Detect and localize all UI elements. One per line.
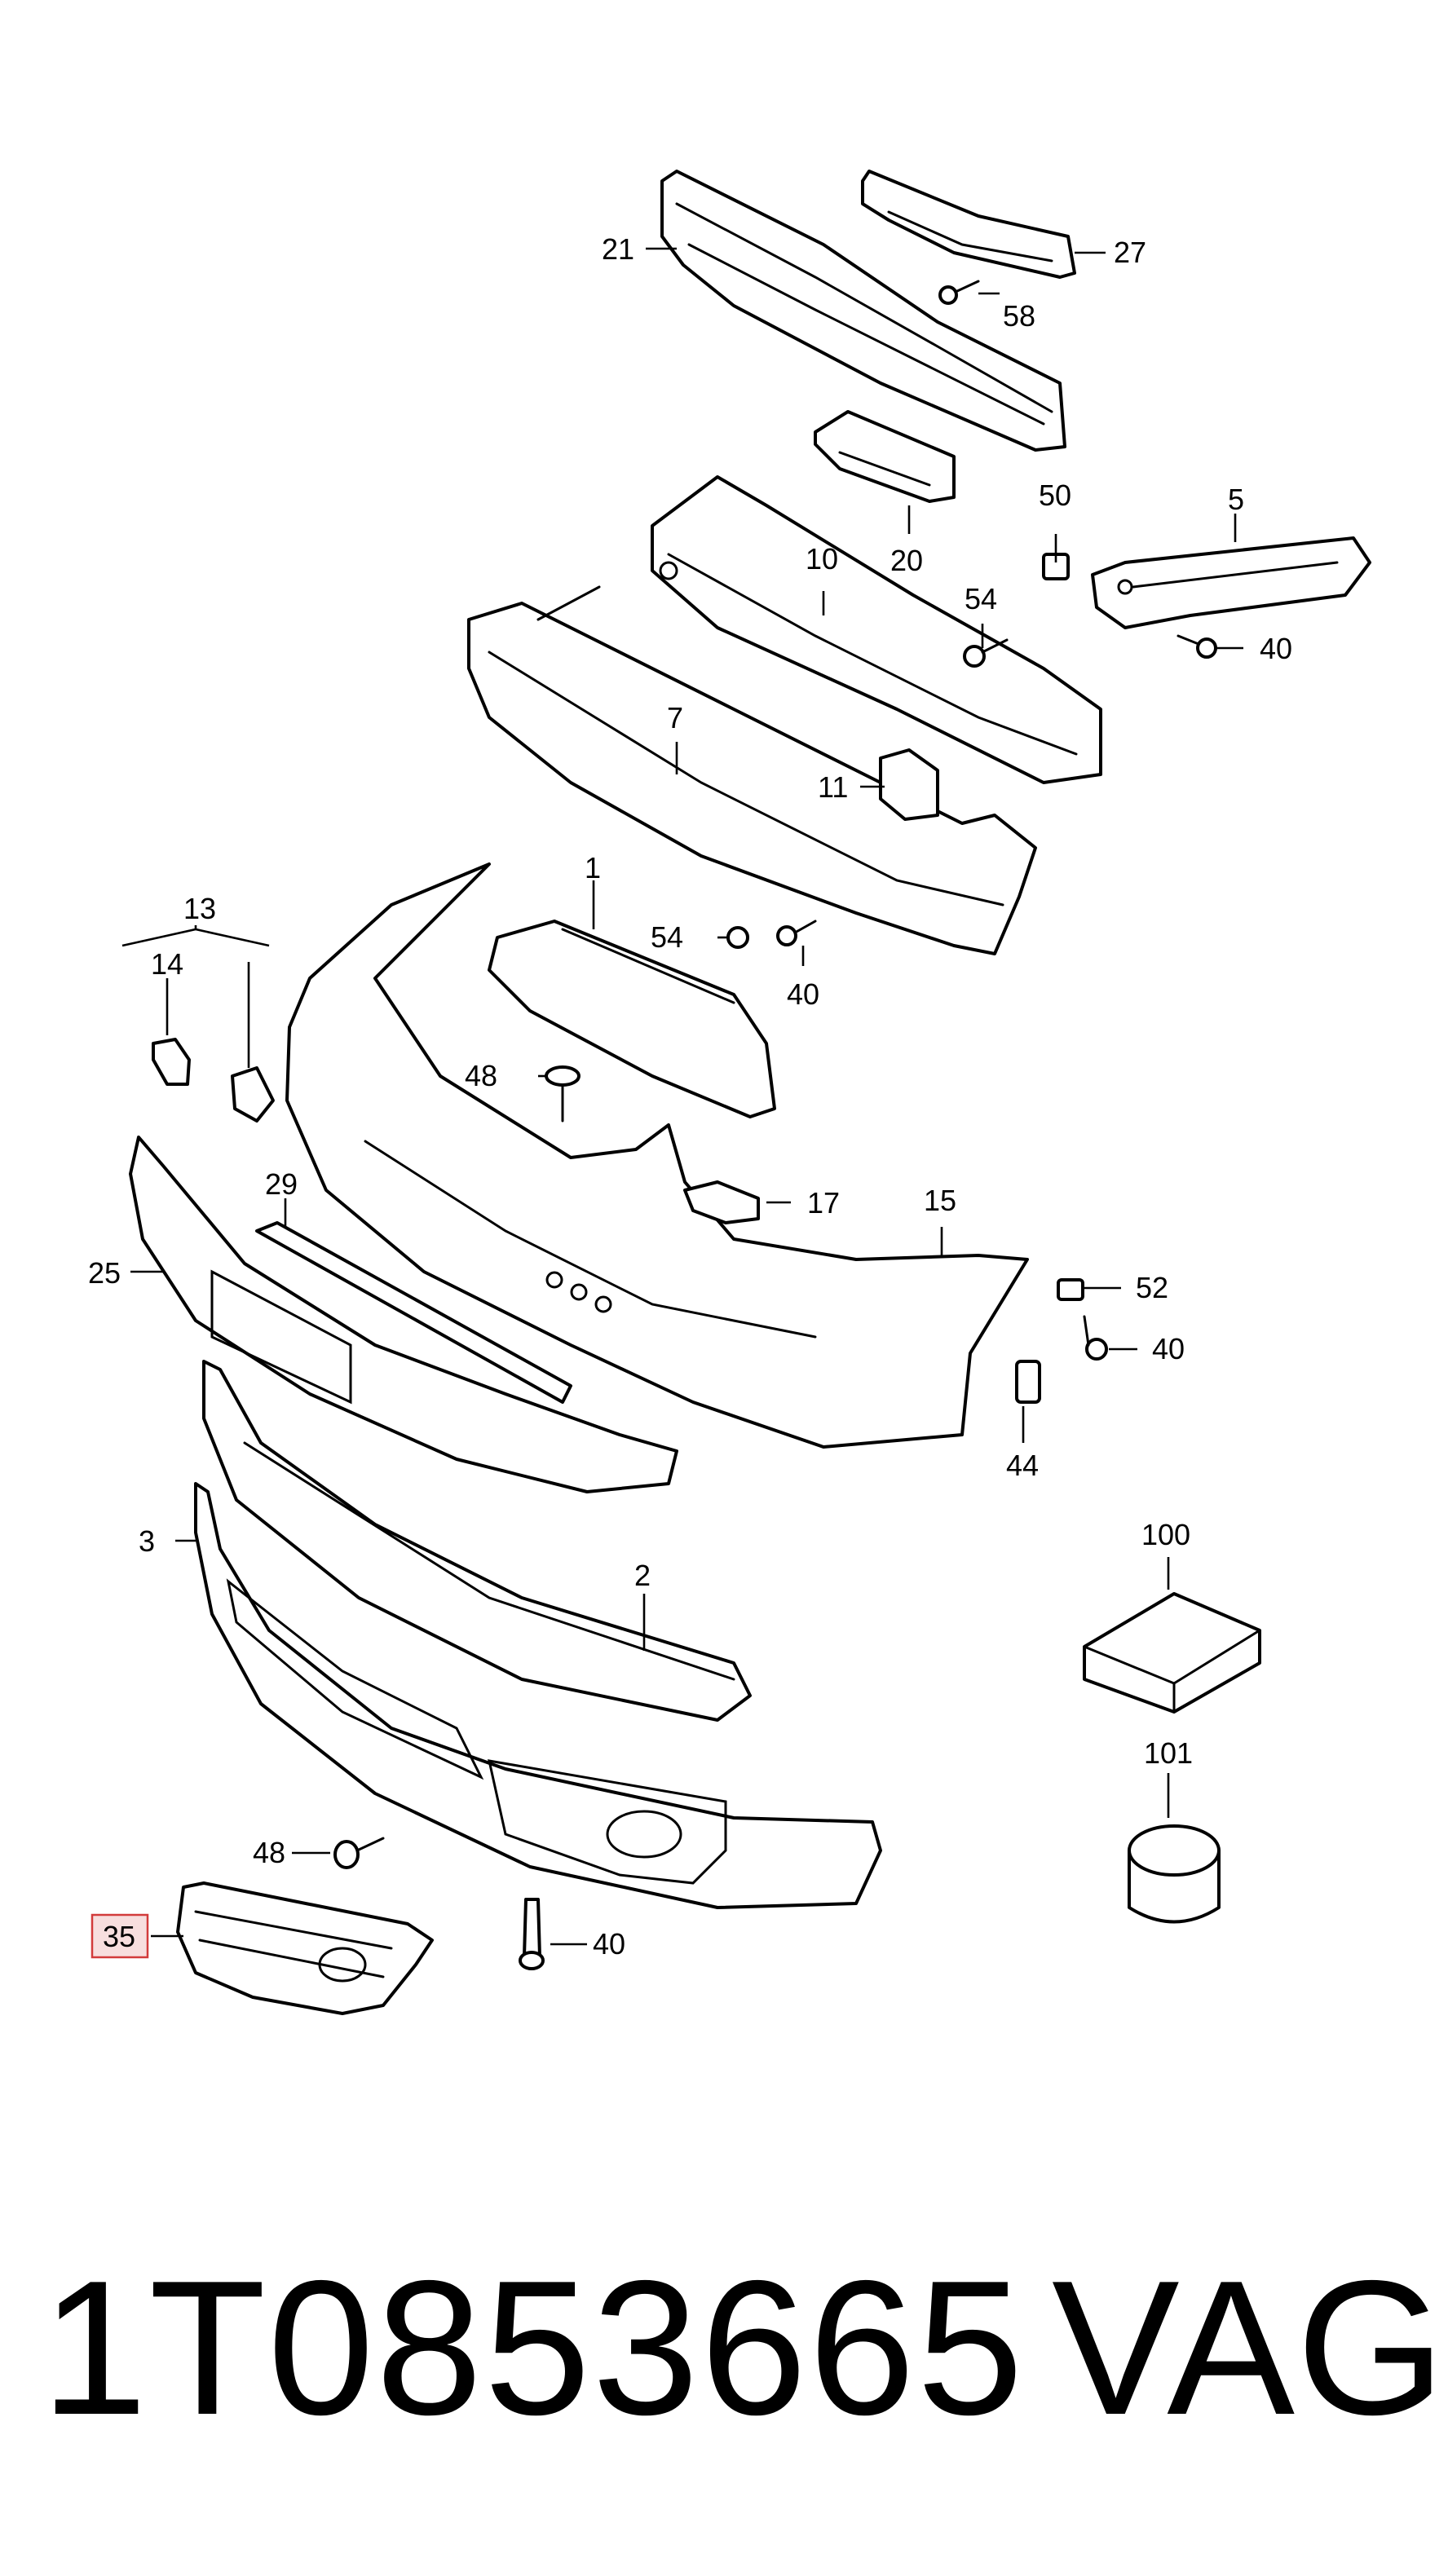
part-11-clip [879,748,939,821]
callout-labels: 21 27 58 20 50 5 10 54 40 7 11 1 54 40 1… [88,232,1292,1961]
callout-10: 10 [806,542,838,576]
callout-54-mid: 54 [651,920,683,954]
callout-17: 17 [807,1186,840,1220]
part-20-absorber [814,410,956,503]
callout-35: 35 [103,1920,135,1953]
part-40-screw-upper [1176,634,1217,659]
part-number-text: 1T0853665 [41,2240,1026,2455]
part-40-screw-lower [519,1898,545,1970]
callout-27: 27 [1114,236,1146,269]
callout-3: 3 [139,1524,155,1558]
part-100-pad [1083,1592,1261,1714]
callout-40-right: 40 [1152,1332,1185,1365]
leader-lines [121,247,1243,1946]
callout-21: 21 [602,232,634,266]
part-1-upper-grille [488,920,776,1118]
callout-50: 50 [1039,479,1071,512]
part-10-reinforcement [651,475,1102,784]
callout-48-upper: 48 [465,1059,497,1092]
part-5-side-guide [1091,536,1371,629]
callout-54-upper: 54 [965,582,997,615]
callout-15: 15 [924,1184,956,1217]
callout-58: 58 [1003,299,1035,333]
callout-40-upper: 40 [1260,632,1292,665]
part-40-screw-right [1083,1315,1108,1361]
brand-text: VAG [1052,2240,1447,2455]
part-44-clip [1015,1360,1041,1404]
part-15-bumper-cover [285,862,1029,1449]
part-48-fastener-upper [545,1065,581,1123]
part-14-clip [152,1038,191,1086]
callout-20: 20 [890,544,923,577]
part-54-screw-upper [963,638,1009,668]
callout-40-lower: 40 [593,1927,625,1961]
callout-101: 101 [1144,1736,1193,1770]
part-48-fastener-lower [333,1837,385,1869]
callout-11: 11 [818,770,848,804]
callout-44: 44 [1006,1449,1039,1482]
callout-7: 7 [667,701,683,734]
part-54-screw-mid [726,926,749,949]
part-29-strip [255,1221,572,1404]
callout-1: 1 [585,851,601,884]
part-52-clip [1057,1278,1084,1301]
part-13-clip [231,1066,275,1123]
callout-35-highlight [90,1913,149,1959]
part-35-fog-grille [176,1881,434,2015]
part-40-screw-mid [776,920,817,946]
callout-48-lower: 48 [253,1836,285,1869]
part-2-spoiler-lip [202,1360,752,1722]
callout-2: 2 [634,1559,651,1592]
callout-14: 14 [151,947,183,981]
part-58-screw [938,280,980,305]
callout-5: 5 [1228,483,1244,516]
callout-25: 25 [88,1256,121,1290]
part-101-cylinder [1128,1824,1221,1924]
callout-13: 13 [183,892,216,925]
part-7-beam [467,585,1037,955]
callout-100: 100 [1141,1518,1190,1551]
part-21-carrier-strip [660,170,1066,452]
part-25-moulding [129,1136,678,1493]
exploded-parts-diagram: 21 27 58 20 50 5 10 54 40 7 11 1 54 40 1… [88,170,1371,2015]
callout-40-mid: 40 [787,977,819,1011]
callout-29: 29 [265,1167,298,1201]
part-27-bracket [861,170,1076,279]
callout-52: 52 [1136,1271,1168,1304]
part-17-cap [683,1180,760,1224]
part-3-lower-grille [194,1482,882,1909]
